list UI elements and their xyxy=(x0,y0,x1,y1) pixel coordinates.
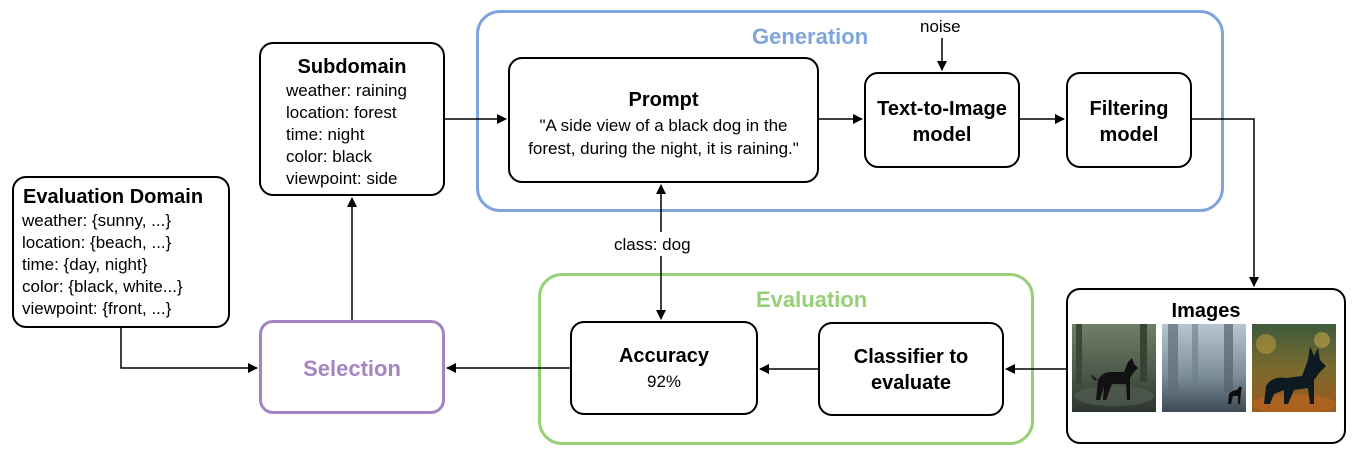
subdomain-box: Subdomain weather: raining location: for… xyxy=(259,42,445,196)
subdomain-title: Subdomain xyxy=(297,56,407,78)
accuracy-title: Accuracy xyxy=(618,345,710,367)
subdomain-line: time: night xyxy=(286,125,365,144)
evaluation-domain-line: color: {black, white...} xyxy=(22,277,183,296)
generation-label: Generation xyxy=(752,24,869,49)
arrow-filtering-to-images xyxy=(1192,118,1259,287)
images-title: Images xyxy=(1171,300,1241,322)
evaluation-label: Evaluation xyxy=(756,287,868,312)
classifier-box: Classifier to evaluate xyxy=(818,322,1004,416)
selection-box: Selection xyxy=(259,320,445,414)
text-to-image-line: model xyxy=(912,124,972,146)
accuracy-value: 92% xyxy=(646,372,682,391)
evaluation-domain-line: viewpoint: {front, ...} xyxy=(22,299,172,318)
evaluation-group xyxy=(538,273,1034,445)
filtering-line: Filtering xyxy=(1089,98,1169,120)
evaluation-domain-line: time: {day, night} xyxy=(22,255,148,274)
evaluation-domain-line: weather: {sunny, ...} xyxy=(22,211,171,230)
evaluation-domain-line: location: {beach, ...} xyxy=(22,233,172,252)
dog-in-autumn-forest-image xyxy=(1252,324,1336,412)
evaluation-domain-title: Evaluation Domain xyxy=(23,186,204,208)
subdomain-line: viewpoint: side xyxy=(286,169,398,188)
classifier-line: evaluate xyxy=(870,372,952,394)
text-to-image-line: Text-to-Image xyxy=(877,98,1007,120)
prompt-line: "A side view of a black dog in the xyxy=(539,116,788,135)
classifier-line: Classifier to xyxy=(853,346,969,368)
subdomain-line: weather: raining xyxy=(286,81,407,100)
dog-in-mist-image xyxy=(1162,324,1246,412)
generation-group xyxy=(476,10,1224,212)
prompt-box: Prompt "A side view of a black dog in th… xyxy=(508,57,819,183)
arrow-domain-to-selection xyxy=(120,328,258,373)
text-to-image-box: Text-to-Image model xyxy=(864,72,1020,168)
evaluation-domain-box: Evaluation Domain weather: {sunny, ...} … xyxy=(12,176,230,328)
dog-in-rain-image xyxy=(1072,324,1156,412)
selection-label: Selection xyxy=(303,356,401,381)
prompt-line: forest, during the night, it is raining.… xyxy=(528,139,799,158)
class-label: class: dog xyxy=(612,234,693,256)
accuracy-box: Accuracy 92% xyxy=(570,321,758,415)
prompt-title: Prompt xyxy=(628,89,699,111)
subdomain-line: location: forest xyxy=(286,103,397,122)
filtering-line: model xyxy=(1099,124,1159,146)
subdomain-line: color: black xyxy=(286,147,372,166)
noise-label: noise xyxy=(920,17,961,36)
filtering-box: Filtering model xyxy=(1066,72,1192,168)
